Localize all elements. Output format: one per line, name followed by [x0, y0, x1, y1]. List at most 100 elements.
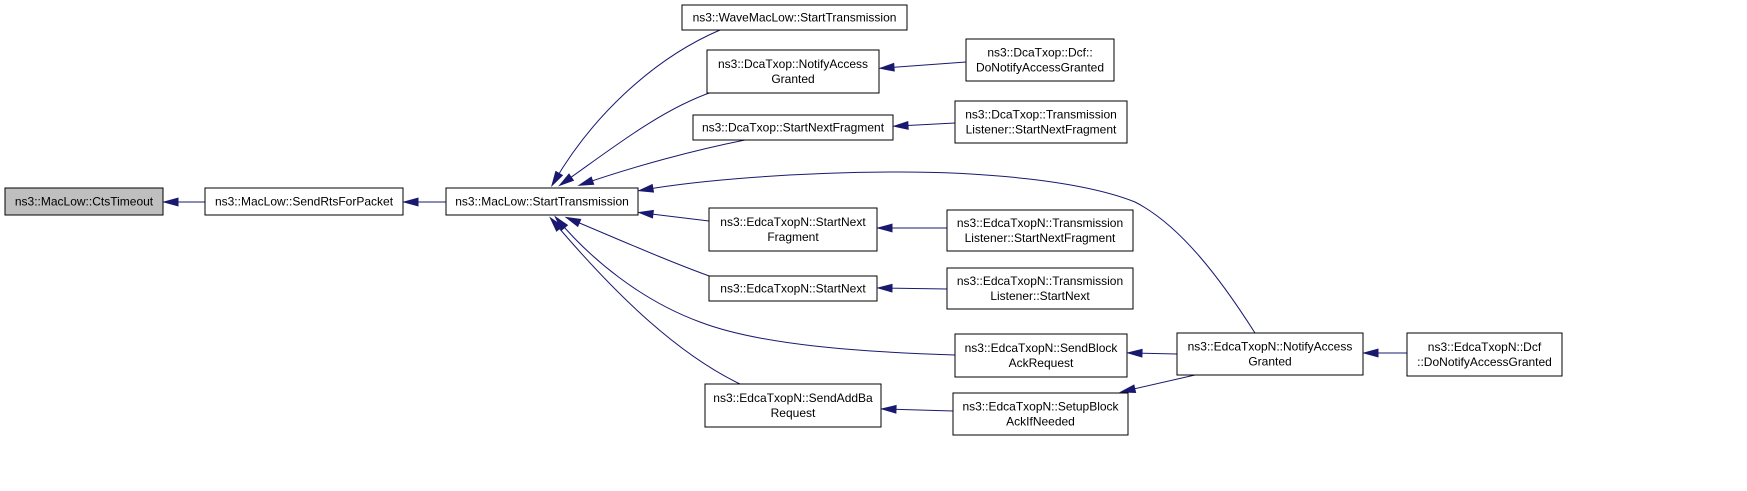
- node-label: ::DoNotifyAccessGranted: [1417, 355, 1552, 369]
- edge-edca_notify-to-edca_send_block_ack: [1126, 348, 1178, 358]
- node-box: [946, 209, 1134, 252]
- node-box: [4, 187, 164, 216]
- node-label: AckRequest: [1009, 356, 1074, 370]
- node-label: ns3::EdcaTxopN::SetupBlock: [962, 400, 1119, 414]
- node-box: [952, 392, 1129, 436]
- node-label: Request: [771, 406, 816, 420]
- node-label: ns3::EdcaTxopN::StartNext: [720, 282, 866, 296]
- edge-start_tx-to-send_rts: [402, 197, 446, 207]
- arrowhead-icon: [1119, 384, 1137, 394]
- node-edca-notify[interactable]: ns3::EdcaTxopN::NotifyAccessGranted: [1176, 332, 1364, 376]
- edge-line: [553, 29, 721, 183]
- arrowhead-icon: [878, 62, 895, 72]
- node-box: [708, 207, 878, 252]
- node-label: ns3::EdcaTxopN::Transmission: [957, 274, 1123, 288]
- node-label: ns3::DcaTxop::NotifyAccess: [718, 57, 868, 71]
- node-label: Listener::StartNextFragment: [965, 231, 1116, 245]
- edge-wave_start_tx-to-start_tx: [551, 29, 721, 188]
- edge-line: [642, 212, 710, 222]
- edge-dca_start_next_frag-to-start_tx: [577, 139, 746, 186]
- node-edca-start-next[interactable]: ns3::EdcaTxopN::StartNext: [708, 275, 878, 302]
- edge-edca_send_addba-to-start_tx: [549, 216, 741, 385]
- node-label: ns3::DcaTxop::StartNextFragment: [702, 121, 885, 135]
- arrowhead-icon: [577, 176, 595, 186]
- arrowhead-icon: [892, 121, 909, 130]
- node-cts-timeout[interactable]: ns3::MacLow::CtsTimeout: [4, 187, 164, 216]
- edge-send_rts-to-cts_timeout: [162, 197, 205, 207]
- arrowhead-icon: [558, 173, 575, 187]
- node-box: [445, 187, 639, 216]
- edge-line: [557, 219, 956, 356]
- node-box: [708, 275, 878, 302]
- edge-edca_notify-to-edca_setup_block: [1119, 374, 1196, 394]
- node-box: [1176, 332, 1364, 376]
- node-label: Granted: [771, 72, 814, 86]
- node-label: Fragment: [767, 230, 819, 244]
- node-label: ns3::EdcaTxopN::NotifyAccess: [1188, 340, 1353, 354]
- node-dca-dcf-notify[interactable]: ns3::DcaTxop::Dcf::DoNotifyAccessGranted: [965, 38, 1115, 82]
- nodes-layer: ns3::MacLow::CtsTimeout ns3::MacLow::Send…: [4, 4, 1563, 436]
- edge-edca_tl_start_next-to-edca_start_next: [876, 283, 948, 293]
- node-box: [204, 187, 404, 216]
- node-box: [954, 333, 1128, 378]
- node-label: AckIfNeeded: [1006, 415, 1075, 429]
- node-label: DoNotifyAccessGranted: [976, 61, 1104, 75]
- node-start-tx[interactable]: ns3::MacLow::StartTransmission: [445, 187, 639, 216]
- node-label: ns3::DcaTxop::Transmission: [965, 108, 1117, 122]
- arrowhead-icon: [876, 223, 893, 233]
- edge-line: [569, 218, 713, 278]
- node-box: [706, 49, 880, 94]
- node-label: Listener::StartNextFragment: [966, 123, 1117, 137]
- node-edca-tl-start-next[interactable]: ns3::EdcaTxopN::TransmissionListener::St…: [946, 267, 1134, 310]
- node-box: [1406, 332, 1563, 377]
- node-label: Listener::StartNext: [990, 289, 1090, 303]
- arrowhead-icon: [564, 216, 582, 228]
- node-label: ns3::DcaTxop::Dcf::: [987, 46, 1092, 60]
- node-label: ns3::EdcaTxopN::SendAddBa: [713, 391, 873, 405]
- edge-dca_dcf_notify-to-dca_notify: [878, 61, 967, 72]
- node-dca-start-next-frag[interactable]: ns3::DcaTxop::StartNextFragment: [692, 114, 894, 141]
- node-label: Granted: [1248, 355, 1291, 369]
- node-label: ns3::EdcaTxopN::SendBlock: [965, 341, 1119, 355]
- edge-line: [885, 408, 954, 412]
- node-box: [946, 267, 1134, 310]
- edge-line: [1124, 374, 1196, 392]
- node-edca-dcf-notify[interactable]: ns3::EdcaTxopN::Dcf::DoNotifyAccessGrant…: [1406, 332, 1563, 377]
- node-label: ns3::MacLow::StartTransmission: [455, 195, 629, 209]
- arrowhead-icon: [637, 209, 654, 219]
- arrowhead-icon: [162, 197, 179, 207]
- node-box: [965, 38, 1115, 82]
- node-box: [704, 383, 882, 428]
- node-send-rts[interactable]: ns3::MacLow::SendRtsForPacket: [204, 187, 404, 216]
- node-box: [954, 100, 1128, 144]
- node-label: ns3::MacLow::SendRtsForPacket: [215, 195, 394, 209]
- arrowhead-icon: [876, 283, 893, 293]
- edge-edca_start_next-to-start_tx: [564, 216, 713, 278]
- edge-line: [883, 61, 967, 69]
- node-dca-tl-start-next-frag[interactable]: ns3::DcaTxop::TransmissionListener::Star…: [954, 100, 1128, 144]
- node-dca-notify[interactable]: ns3::DcaTxop::NotifyAccessGranted: [706, 49, 880, 94]
- edge-line: [881, 287, 948, 290]
- arrowhead-icon: [637, 183, 655, 193]
- edge-dca_tl_start_next_frag-to-dca_start_next_frag: [892, 121, 956, 130]
- arrowhead-icon: [1362, 348, 1379, 358]
- arrowhead-icon: [549, 216, 564, 232]
- node-wave-start-tx[interactable]: ns3::WaveMacLow::StartTransmission: [681, 4, 908, 31]
- edge-edca_dcf_notify-to-edca_notify: [1362, 348, 1407, 358]
- node-edca-start-next-frag[interactable]: ns3::EdcaTxopN::StartNextFragment: [708, 207, 878, 252]
- arrowhead-icon: [880, 404, 897, 414]
- node-box: [692, 114, 894, 141]
- node-edca-tl-start-next-frag[interactable]: ns3::EdcaTxopN::TransmissionListener::St…: [946, 209, 1134, 252]
- node-label: ns3::EdcaTxopN::Transmission: [957, 216, 1123, 230]
- edge-line: [562, 91, 713, 184]
- edge-line: [552, 220, 741, 385]
- edge-line: [642, 171, 1256, 334]
- node-box: [681, 4, 908, 31]
- edge-edca_start_next_frag-to-start_tx: [637, 209, 710, 222]
- edge-line: [582, 139, 746, 185]
- edge-dca_notify-to-start_tx: [558, 91, 713, 187]
